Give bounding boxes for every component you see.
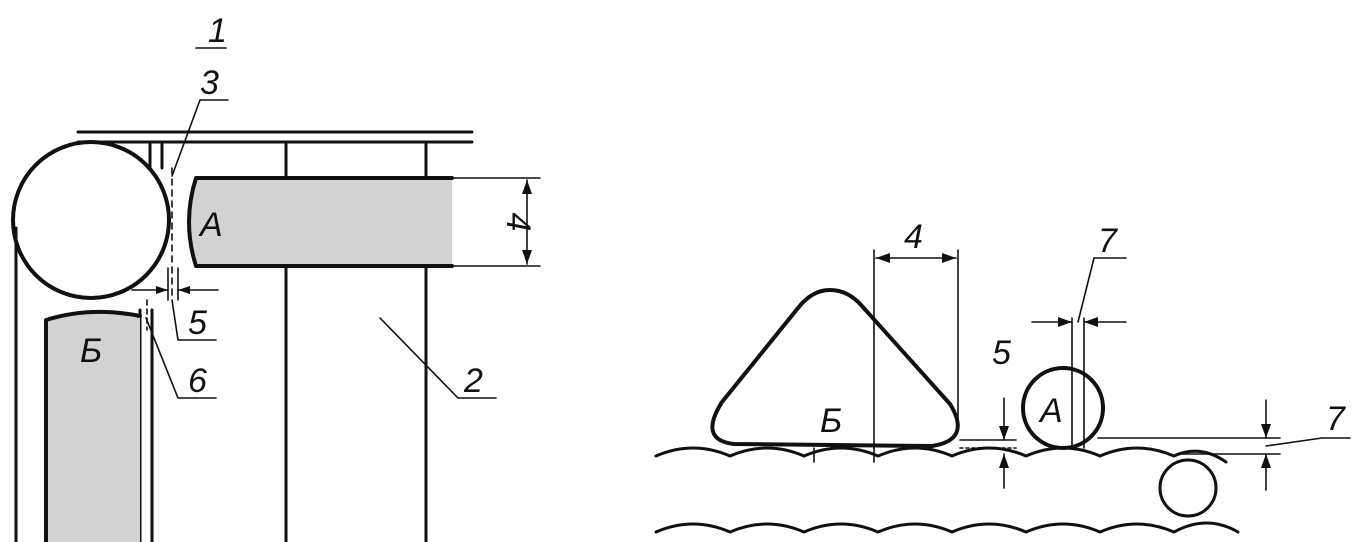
dim7r-arrow-top [1261,424,1271,438]
roller-circle [11,140,171,300]
left-figure: 4 1 3 5 6 2 А Б [11,12,541,542]
label-7-top: 7 [1098,222,1118,260]
edge-circle [1158,458,1218,518]
leader-2 [379,317,497,399]
part-a-outline [187,176,454,268]
dim5-arrow-left [156,286,168,294]
dim5-arrow-right [178,286,190,294]
label-7-right: 7 [1326,400,1346,438]
dim4-left-label: 4 [499,213,537,232]
part-a-block [189,178,452,266]
label-5-left: 5 [188,304,207,342]
dim7t-arrow-right [1084,317,1098,327]
label-3: 3 [200,64,219,102]
dim4r-arrow-left [876,253,890,263]
label-b-right: Б [820,402,842,440]
dim5r-arrow-bottom [999,454,1009,468]
leader-3 [171,99,229,177]
label-2: 2 [463,362,483,400]
leader-7-top [1077,257,1127,323]
part-b-outline [44,309,142,542]
leader-7-right [1265,437,1351,447]
circle-part-a [1021,366,1105,450]
dim4r-arrow-right [942,253,956,263]
dim7r-arrow-bottom [1261,454,1271,468]
scallop-row-upper [654,446,1228,464]
label-1: 1 [208,12,227,50]
dim4-arrow-bottom [522,250,532,264]
leader-6 [145,317,217,399]
label-4-right: 4 [904,218,923,256]
dim5r-arrow-top [999,426,1009,440]
label-a-right: А [1038,392,1063,430]
label-b-left: Б [80,332,102,370]
right-figure: Б 4 А 7 5 [654,218,1351,534]
part-b-column [46,311,140,542]
scallop-row-lower [654,521,1240,534]
label-5-right: 5 [992,334,1011,372]
leader-5 [171,299,217,341]
label-6: 6 [188,362,207,400]
dim7t-arrow-left [1058,317,1072,327]
label-a-left: А [198,206,223,244]
dim4-arrow-top [522,180,532,194]
triangle-part-b [710,288,960,448]
